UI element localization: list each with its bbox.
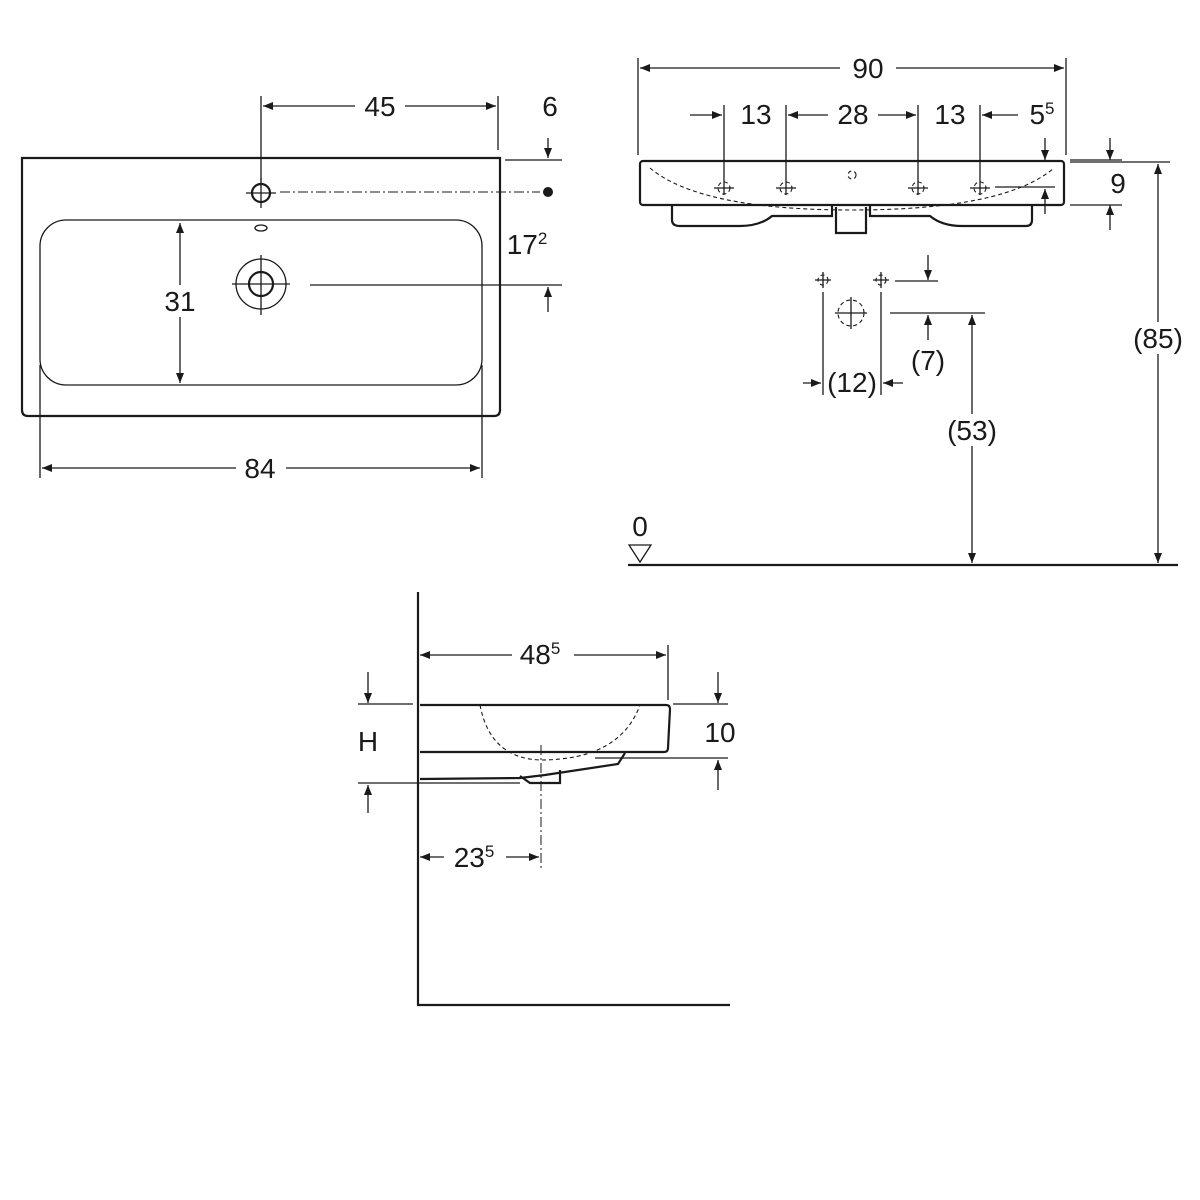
basin-front-outline bbox=[638, 159, 1066, 207]
basin-side-outline bbox=[420, 703, 672, 754]
waste-position bbox=[815, 272, 889, 329]
dim-depth: 485 bbox=[520, 639, 561, 670]
dim-hole-middle: 28 bbox=[837, 99, 868, 130]
dim-hole-left: 13 bbox=[740, 99, 771, 130]
dim-hole-height: 55 bbox=[1029, 99, 1054, 130]
floor-level-icon bbox=[627, 544, 653, 564]
dim-waste-spacing: (12) bbox=[827, 367, 877, 398]
dim-bowl-width: 84 bbox=[244, 453, 275, 484]
dim-front-height: 10 bbox=[704, 717, 735, 748]
dim-total-width: 90 bbox=[852, 53, 883, 84]
dim-total-height: (85) bbox=[1133, 323, 1183, 354]
dim-waste-offset: (7) bbox=[911, 345, 945, 376]
dim-bowl-depth: 31 bbox=[164, 286, 195, 317]
dim-tap-to-drain: 172 bbox=[507, 229, 548, 260]
dim-rim-height: 9 bbox=[1110, 168, 1126, 199]
front-view: 90 13 28 13 55 9 (85) 0 (7) (53) bbox=[627, 52, 1188, 567]
dim-drain-offset: 235 bbox=[454, 842, 495, 873]
wall-and-floor bbox=[416, 592, 730, 1007]
basin-outline bbox=[20, 156, 502, 418]
floor-label: 0 bbox=[632, 511, 648, 542]
basin-underside bbox=[670, 205, 1034, 235]
dim-height-label: H bbox=[358, 726, 378, 757]
top-view: 45 6 172 31 84 bbox=[20, 90, 562, 484]
dim-rim-to-tap: 6 bbox=[542, 91, 558, 122]
bowl-outline bbox=[39, 219, 483, 386]
overflow-hole bbox=[254, 224, 268, 232]
dim-waste-height: (53) bbox=[947, 415, 997, 446]
tap-axis-dot bbox=[543, 187, 553, 197]
tap-holes bbox=[714, 170, 990, 195]
dim-hole-right: 13 bbox=[934, 99, 965, 130]
side-view: 485 10 H 235 bbox=[358, 592, 736, 1007]
dim-tap-offset: 45 bbox=[364, 91, 395, 122]
